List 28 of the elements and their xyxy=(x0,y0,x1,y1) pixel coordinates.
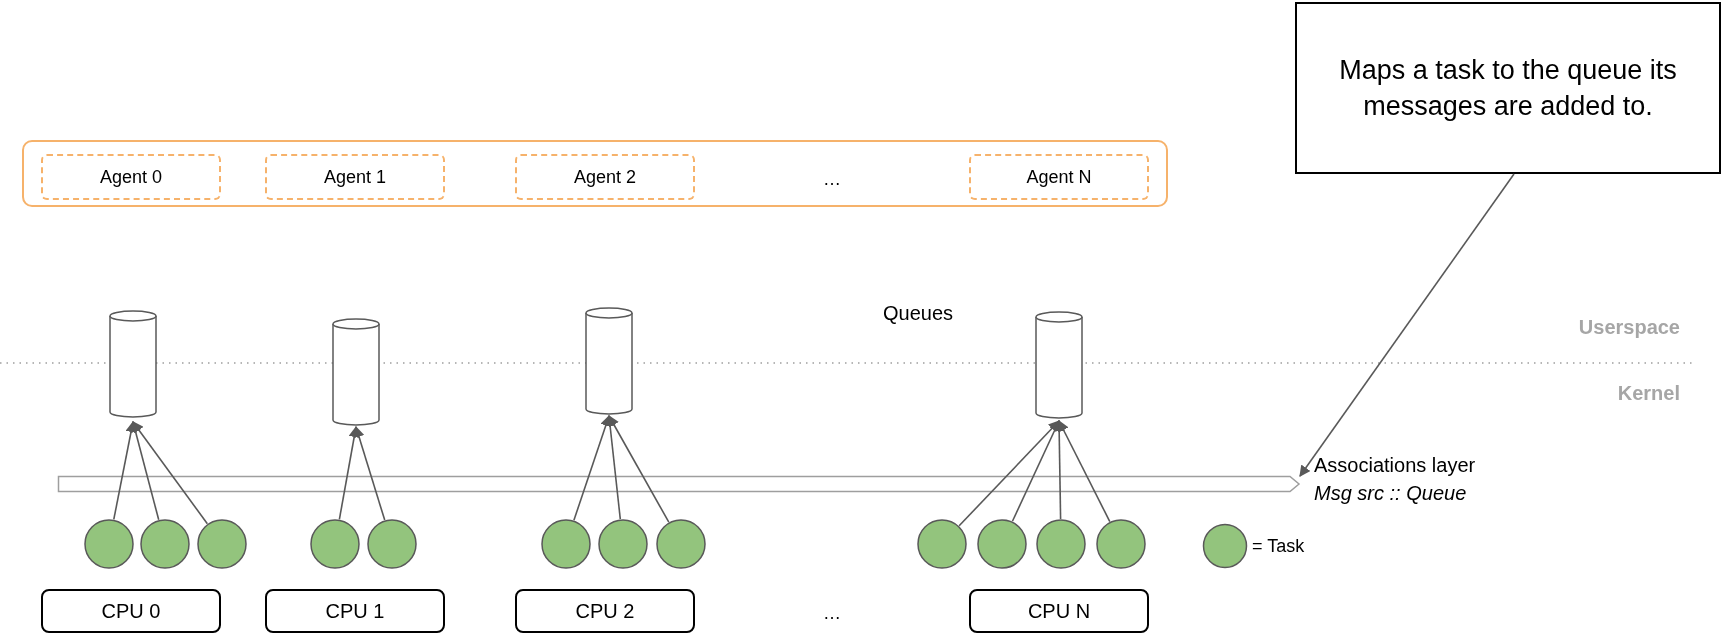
leader-line xyxy=(1299,173,1515,477)
arrow xyxy=(132,421,209,525)
arrow xyxy=(338,425,360,521)
legend-label: = Task xyxy=(1252,534,1305,558)
agent-box: Agent 2 xyxy=(515,154,695,200)
arrow xyxy=(1058,420,1111,523)
arrow xyxy=(604,414,622,520)
arrow xyxy=(130,420,160,521)
cpu-box: CPU N xyxy=(969,589,1149,633)
arrow xyxy=(353,425,386,521)
arrow xyxy=(608,415,670,523)
agents-panel xyxy=(22,140,1168,207)
callout-box: Maps a task to the queue its messages are added to. xyxy=(1295,2,1721,174)
cpu-box: CPU 0 xyxy=(41,589,221,633)
layer-caption: Associations layer xyxy=(1314,453,1476,478)
arrow xyxy=(958,420,1060,527)
agent-box: Agent 0 xyxy=(41,154,221,200)
layer-label: Userspace xyxy=(1578,315,1680,340)
arrow xyxy=(1011,420,1060,523)
agent-box: Agent N xyxy=(969,154,1149,200)
layer-caption: Msg src :: Queue xyxy=(1314,481,1468,506)
agent-box: Agent 1 xyxy=(265,154,445,200)
cpu-box: CPU 1 xyxy=(265,589,445,633)
layer-label: Kernel xyxy=(1617,381,1680,406)
cpu-box: CPU 2 xyxy=(515,589,695,633)
queues-label: Queues xyxy=(882,301,954,326)
ellipsis: … xyxy=(823,168,841,191)
ellipsis: … xyxy=(823,602,841,625)
